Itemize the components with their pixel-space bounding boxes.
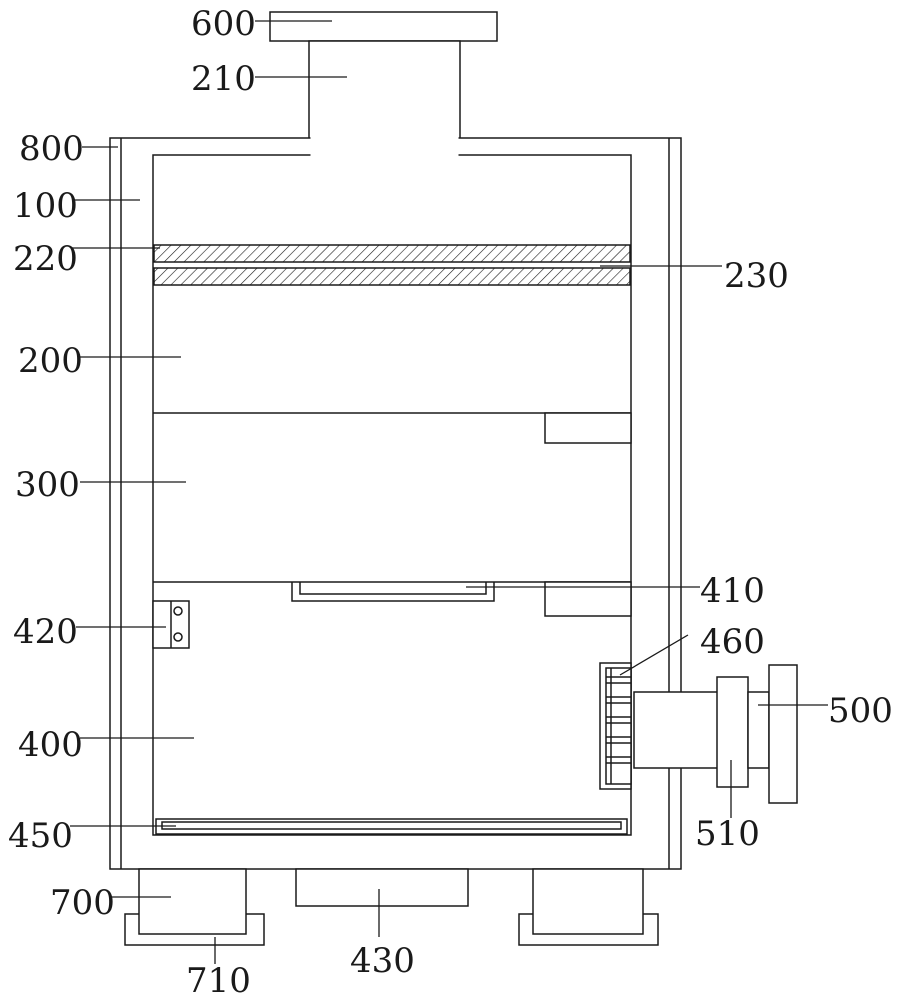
label-200: 200 (18, 341, 83, 381)
leader-lines (70, 20, 828, 964)
label-500: 500 (828, 691, 893, 731)
rail-410-outer (291, 582, 495, 602)
motor-endplate-500 (768, 664, 798, 804)
hinge-420-pin-top (173, 606, 183, 616)
filter-layer-230 (153, 267, 631, 286)
label-700: 700 (50, 883, 115, 923)
label-460: 460 (700, 622, 765, 662)
neck-opening (310, 136, 459, 141)
gear-460-teeth (606, 676, 631, 764)
bracket-upper (544, 412, 632, 444)
label-210: 210 (191, 59, 256, 99)
motor-flange-510 (716, 676, 749, 788)
label-800: 800 (19, 129, 84, 169)
motor-connector (747, 691, 770, 769)
label-420: 420 (13, 612, 78, 652)
leg-700-right (532, 868, 644, 935)
label-600: 600 (191, 4, 256, 44)
hinge-420-pin-bottom (173, 632, 183, 642)
label-300: 300 (15, 465, 80, 505)
motor-body-500 (633, 691, 719, 769)
label-400: 400 (18, 725, 83, 765)
rail-410-inner (299, 582, 487, 595)
label-510: 510 (695, 814, 760, 854)
label-230: 230 (724, 256, 789, 296)
label-430: 430 (350, 941, 415, 981)
housing-opening (310, 153, 459, 157)
label-220: 220 (13, 239, 78, 279)
leg-700-left (138, 868, 247, 935)
label-100: 100 (13, 186, 78, 226)
gear-460 (605, 667, 632, 785)
outlet-430 (295, 868, 469, 907)
filter-layer-220 (153, 244, 631, 263)
top-cap-600 (269, 11, 498, 42)
tray-450-inner (161, 821, 622, 830)
label-710: 710 (186, 961, 251, 1000)
label-450: 450 (8, 816, 73, 856)
bracket-lower (544, 581, 632, 617)
label-410: 410 (700, 571, 765, 611)
